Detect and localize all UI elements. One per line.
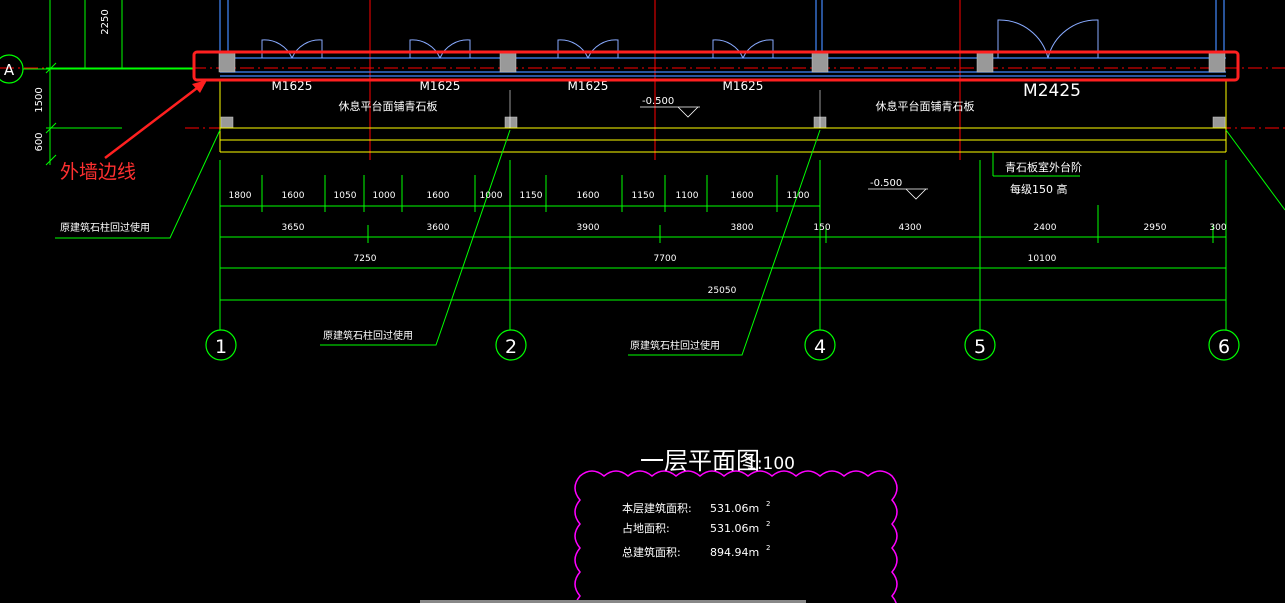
- area-table: 本层建筑面积: 531.06m 2 占地面积: 531.06m 2 总建筑面积:…: [622, 500, 770, 559]
- svg-text:4300: 4300: [899, 223, 922, 233]
- area-label-total: 总建筑面积:: [622, 545, 681, 559]
- dim-left-mid: 1500: [34, 87, 45, 112]
- reuse-note-3: 原建筑石柱回过使用: [630, 339, 720, 352]
- outer-wall-highlight: [104, 50, 1240, 159]
- elevation-mark-upper: -0.500: [640, 96, 700, 118]
- svg-text:1600: 1600: [282, 191, 305, 201]
- svg-text:10100: 10100: [1028, 254, 1057, 264]
- area-value-footprint: 531.06m: [710, 522, 759, 535]
- elevation-mark-lower: -0.500: [868, 178, 928, 200]
- axis-label-1: 1: [215, 336, 227, 358]
- area-value-total: 894.94m: [710, 546, 759, 559]
- area-label-footprint: 占地面积:: [622, 521, 670, 535]
- svg-text:7250: 7250: [354, 254, 377, 264]
- door-label-3: M1625: [568, 79, 609, 93]
- svg-text:2: 2: [766, 544, 770, 552]
- annotation-label: 外墙边线: [60, 161, 136, 183]
- area-label-floor: 本层建筑面积:: [622, 501, 692, 515]
- svg-text:1100: 1100: [787, 191, 810, 201]
- platform-note-right: 休息平台面铺青石板: [876, 99, 975, 113]
- svg-text:2: 2: [766, 500, 770, 508]
- reuse-note-2: 原建筑石柱回过使用: [323, 329, 413, 342]
- axis-label-a: A: [4, 61, 15, 79]
- svg-text:25050: 25050: [708, 286, 737, 296]
- svg-text:2950: 2950: [1144, 223, 1167, 233]
- svg-text:3600: 3600: [427, 223, 450, 233]
- svg-text:2: 2: [766, 520, 770, 528]
- dim-row-2: 3650 3600 3900 3800 150 4300 2400 2950 3…: [282, 223, 1227, 233]
- svg-text:3800: 3800: [731, 223, 754, 233]
- svg-text:7700: 7700: [654, 254, 677, 264]
- svg-text:1100: 1100: [676, 191, 699, 201]
- svg-text:1600: 1600: [427, 191, 450, 201]
- title-scale: 1:100: [746, 454, 795, 474]
- horizontal-scrollbar[interactable]: [420, 600, 806, 603]
- svg-text:1000: 1000: [373, 191, 396, 201]
- axis-label-6: 6: [1218, 336, 1230, 358]
- svg-text:1000: 1000: [480, 191, 503, 201]
- axis-label-5: 5: [974, 336, 986, 358]
- left-dimension-chain: [45, 0, 195, 166]
- svg-text:-0.500: -0.500: [642, 96, 674, 107]
- reuse-note-1: 原建筑石柱回过使用: [60, 221, 150, 234]
- revision-cloud: [574, 470, 898, 603]
- dim-row-4: 25050: [708, 286, 737, 296]
- dim-row-3: 7250 7700 10100: [354, 254, 1057, 264]
- svg-text:1150: 1150: [520, 191, 543, 201]
- drawing-title: 一层平面图 1:100: [640, 447, 795, 475]
- dim-row-1: 1800 1600 1050 1000 1600 1000 1150 1600 …: [229, 191, 810, 201]
- svg-text:300: 300: [1209, 223, 1226, 233]
- svg-text:1600: 1600: [731, 191, 754, 201]
- svg-text:1050: 1050: [334, 191, 357, 201]
- dimension-lines: [219, 160, 1227, 330]
- svg-text:1150: 1150: [632, 191, 655, 201]
- door-swings: [261, 19, 1099, 59]
- step-note: 青石板室外台阶 每级150 高: [992, 152, 1082, 196]
- axis-bubble-a: A: [0, 54, 195, 84]
- svg-text:每级150 高: 每级150 高: [1010, 182, 1068, 196]
- svg-text:3650: 3650: [282, 223, 305, 233]
- platform-note-left: 休息平台面铺青石板: [339, 99, 438, 113]
- dim-left-bottom: 600: [34, 132, 45, 151]
- title-main: 一层平面图: [640, 447, 760, 475]
- platform-outline: [219, 79, 1227, 153]
- reuse-note-leaders: [55, 129, 1285, 356]
- door-label-1: M1625: [272, 79, 313, 93]
- svg-text:150: 150: [813, 223, 830, 233]
- door-label-5: M2425: [1023, 81, 1081, 101]
- svg-text:3900: 3900: [577, 223, 600, 233]
- svg-text:-0.500: -0.500: [870, 178, 902, 189]
- svg-text:1600: 1600: [577, 191, 600, 201]
- svg-text:青石板室外台阶: 青石板室外台阶: [1005, 160, 1082, 174]
- dim-left-top: 2250: [100, 9, 111, 34]
- axis-label-4: 4: [814, 336, 826, 358]
- area-value-floor: 531.06m: [710, 502, 759, 515]
- svg-text:2400: 2400: [1034, 223, 1057, 233]
- column-axis-bubbles: 1 2 4 5 6: [205, 329, 1240, 361]
- door-label-4: M1625: [723, 79, 764, 93]
- upper-walls: [219, 0, 1226, 77]
- door-label-2: M1625: [420, 79, 461, 93]
- axis-label-2: 2: [505, 336, 517, 358]
- svg-text:1800: 1800: [229, 191, 252, 201]
